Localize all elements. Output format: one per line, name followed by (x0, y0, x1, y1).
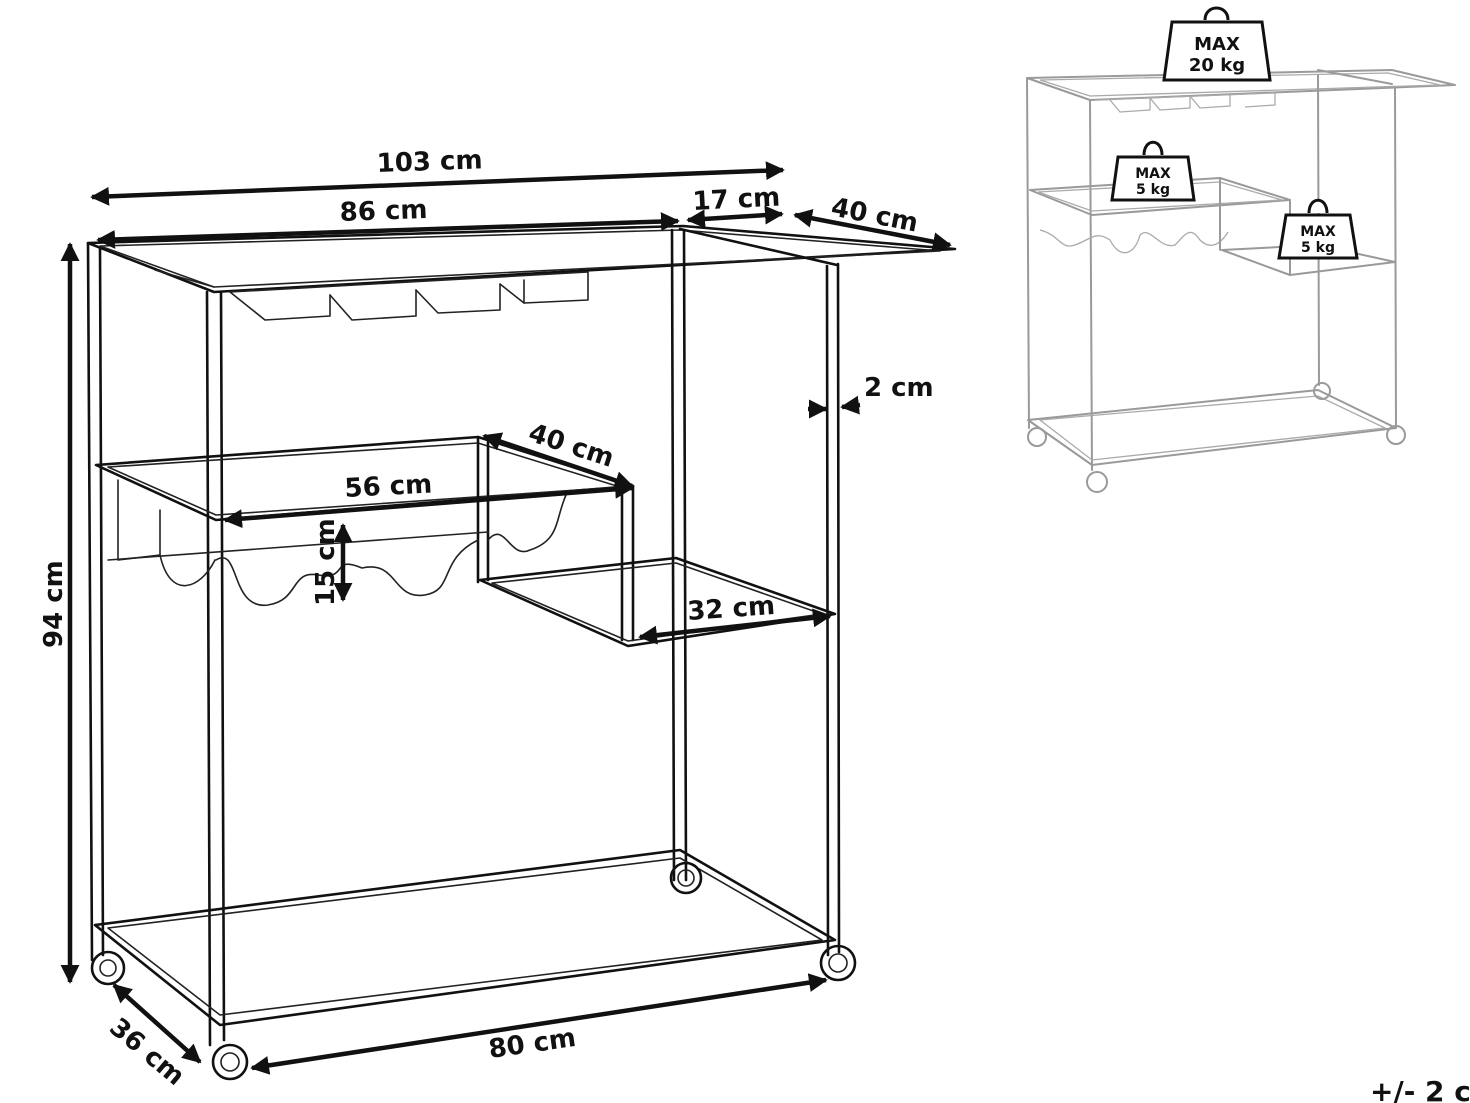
label-height: 94 cm (39, 560, 69, 648)
label-rack-height: 15 cm (311, 518, 341, 606)
caster-wheel (90, 950, 126, 986)
caster-wheel (669, 861, 703, 895)
caster-wheel (819, 944, 857, 982)
dimension-lines (60, 161, 952, 1075)
main-cart-drawing (86, 224, 957, 1081)
bottom-shelf (93, 848, 837, 1027)
label-tube-thickness: 2 cm (864, 373, 934, 403)
dim-line-side-width (686, 205, 784, 229)
weight-side-max: MAX (1300, 224, 1336, 240)
label-middle-width: 56 cm (344, 469, 433, 504)
weight-middle-value: 5 kg (1136, 182, 1170, 198)
dim-line-base-width (250, 973, 828, 1075)
tolerance-note: +/- 2 cm (1370, 1075, 1470, 1103)
side-shelf (478, 556, 837, 648)
dim-line-depth (112, 983, 202, 1064)
weight-top-max: MAX (1194, 34, 1240, 55)
dim-line-top-width (96, 212, 680, 249)
dim-line-top-depth (793, 208, 952, 252)
weight-top-value: 20 kg (1189, 55, 1245, 76)
small-cart-frame (1026, 69, 1456, 493)
glass-hanger-rack (229, 271, 589, 321)
label-depth: 36 cm (104, 1012, 191, 1091)
dim-line-total-width (90, 161, 785, 206)
dim-line-tube-right (840, 395, 861, 415)
label-top-width: 86 cm (339, 195, 428, 228)
dim-line-side-depth (638, 608, 832, 645)
weight-icon-side: MAX 5 kg (1277, 198, 1359, 260)
weight-icon-middle: MAX 5 kg (1110, 140, 1196, 202)
label-side-depth: 32 cm (686, 591, 776, 627)
weight-side-value: 5 kg (1301, 240, 1335, 256)
weight-middle-max: MAX (1135, 166, 1171, 182)
label-total-width: 103 cm (376, 145, 483, 179)
dim-line-middle-width (223, 479, 634, 529)
frame-posts (86, 228, 841, 1047)
dim-line-middle-depth (482, 432, 634, 490)
load-capacity-diagram: MAX 20 kg MAX 5 kg MAX 5 kg (1026, 6, 1456, 493)
weight-icon-top: MAX 20 kg (1162, 6, 1272, 82)
caster-wheels (90, 861, 857, 1081)
caster-wheel (211, 1043, 249, 1081)
label-side-width: 17 cm (692, 182, 781, 217)
